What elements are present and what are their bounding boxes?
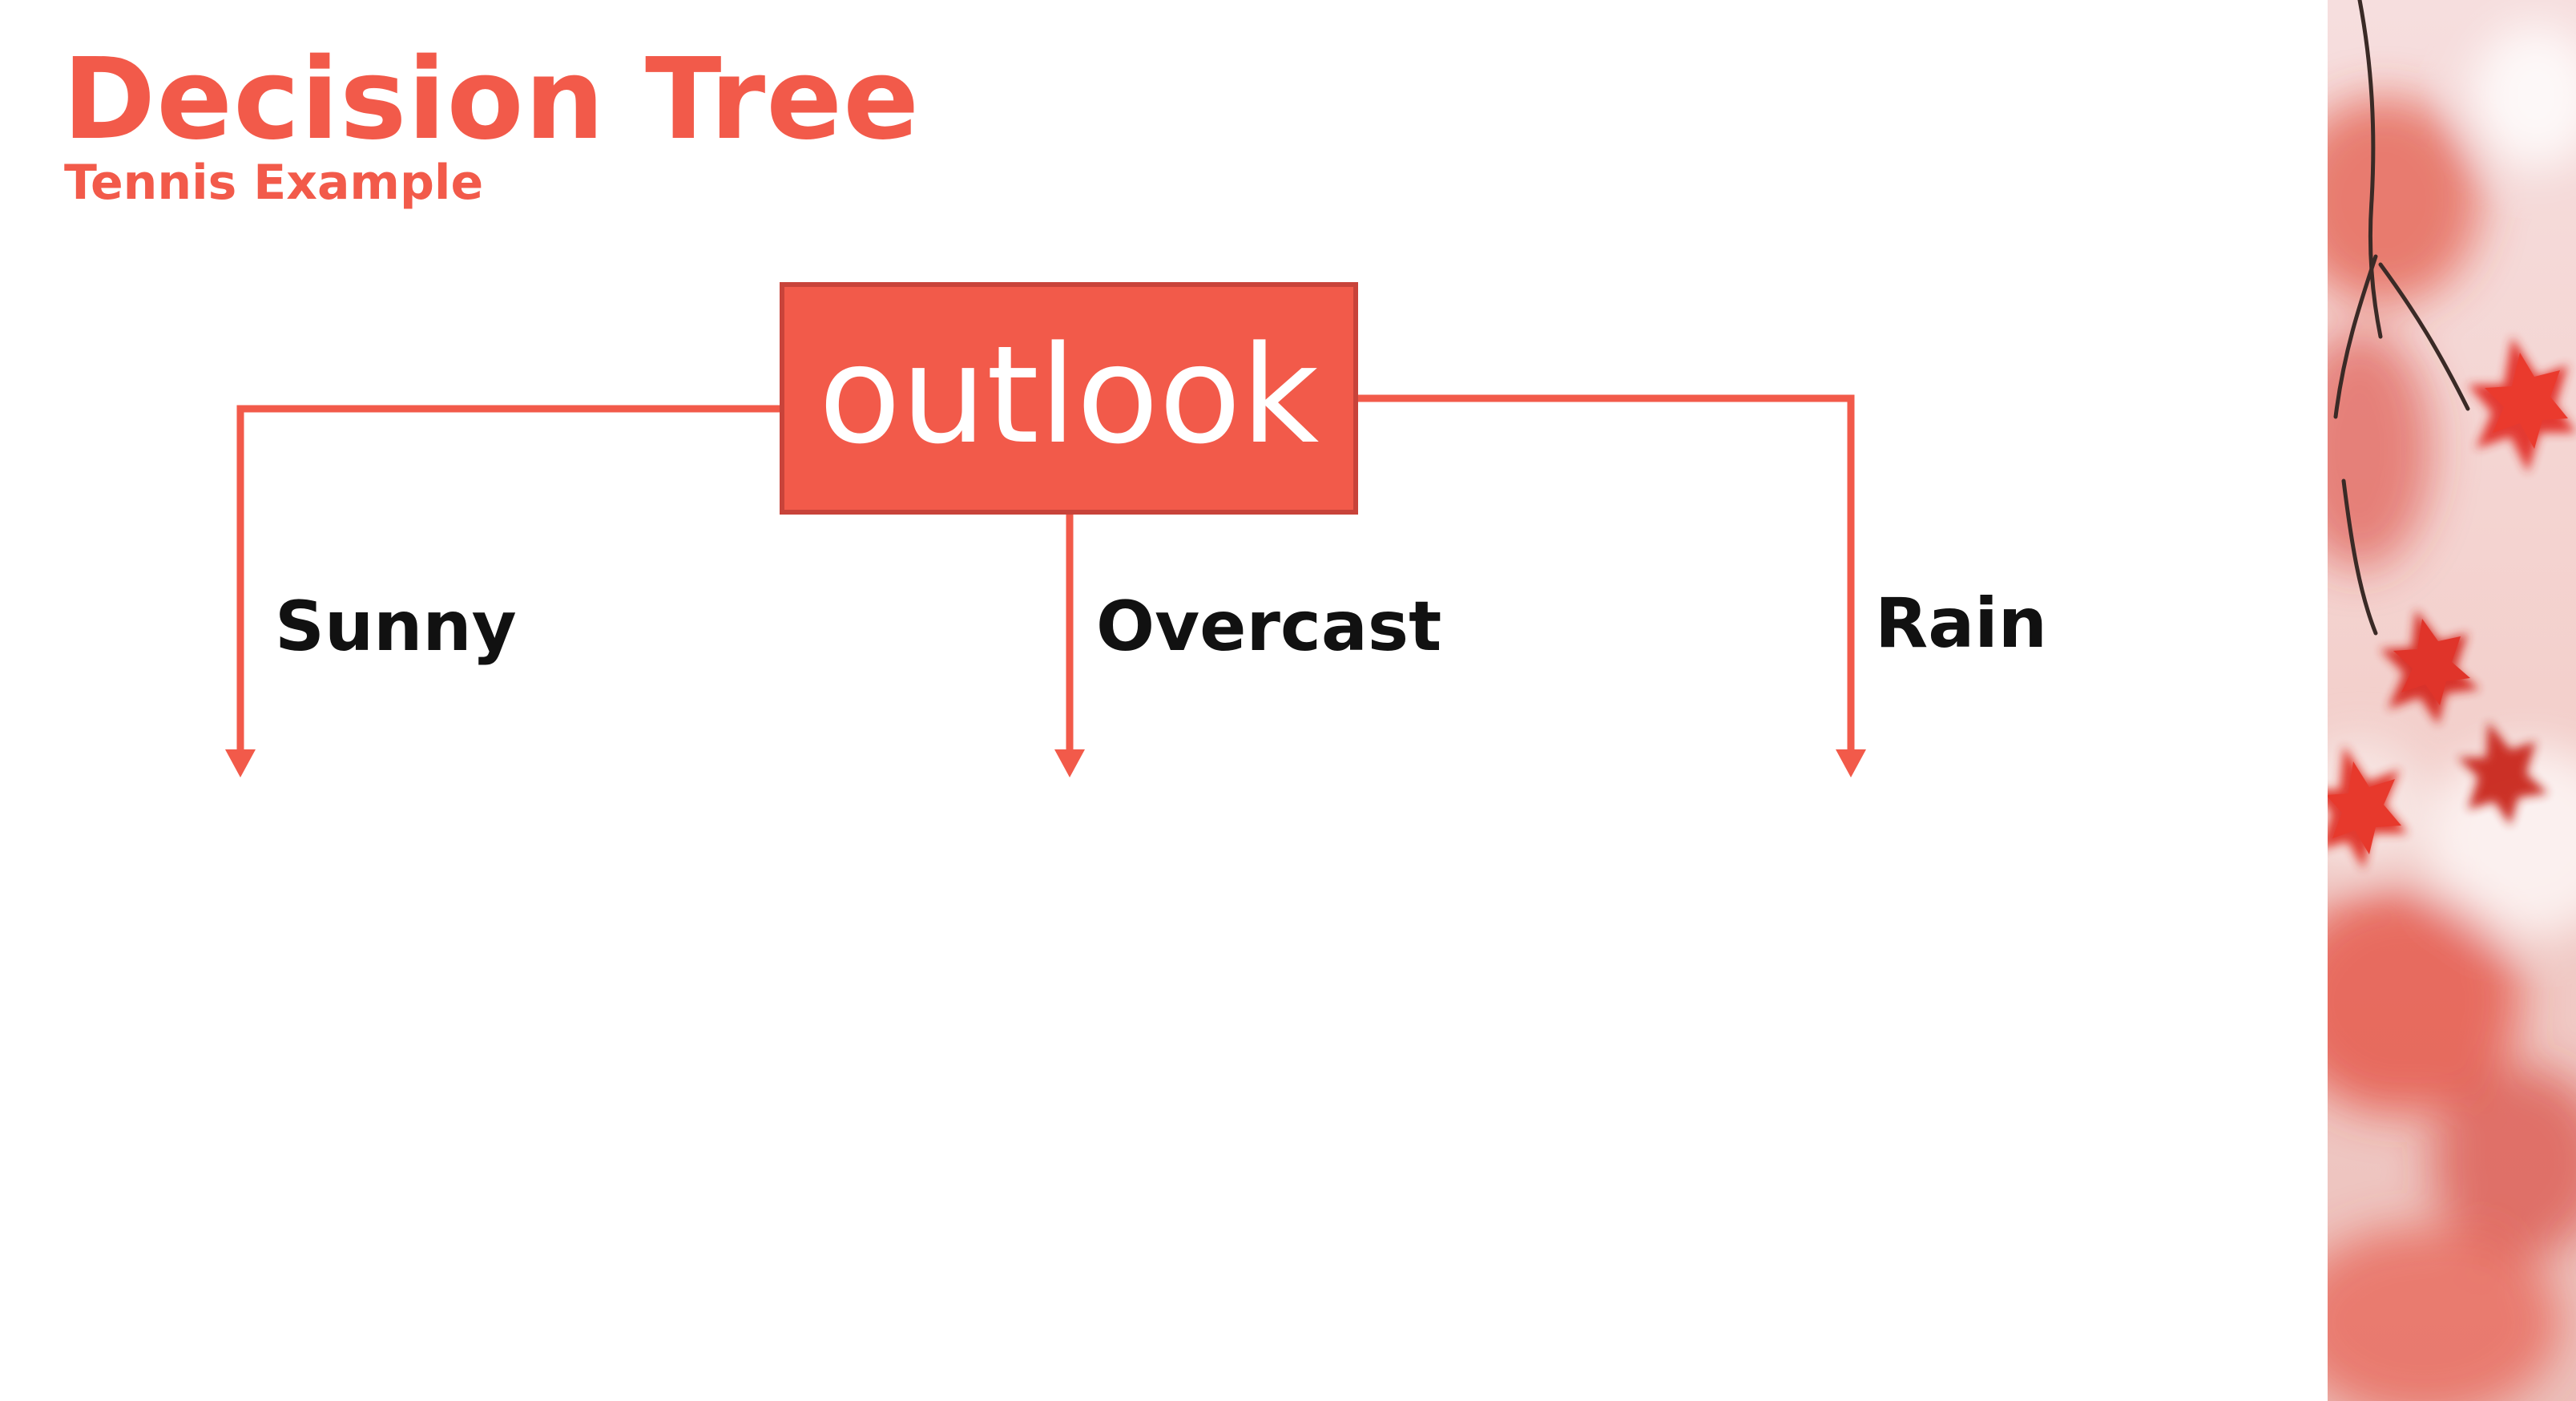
branch-label-overcast: Overcast <box>1096 587 1442 667</box>
root-node: outlook <box>780 282 1358 515</box>
arrowhead-sunny <box>225 749 256 777</box>
branch-label-sunny: Sunny <box>275 587 517 667</box>
leaves-image <box>2328 0 2576 1401</box>
slide-subtitle: Tennis Example <box>64 155 484 211</box>
root-node-label: outlook <box>818 317 1320 474</box>
slide-title: Decision Tree <box>62 34 921 165</box>
red-maple-leaves-photo <box>2328 0 2576 1401</box>
edge-rain <box>1358 394 1855 749</box>
arrowhead-overcast <box>1054 749 1085 777</box>
edge-sunny <box>236 405 780 749</box>
branch-label-rain: Rain <box>1875 583 2047 664</box>
arrowhead-rain <box>1836 749 1866 777</box>
